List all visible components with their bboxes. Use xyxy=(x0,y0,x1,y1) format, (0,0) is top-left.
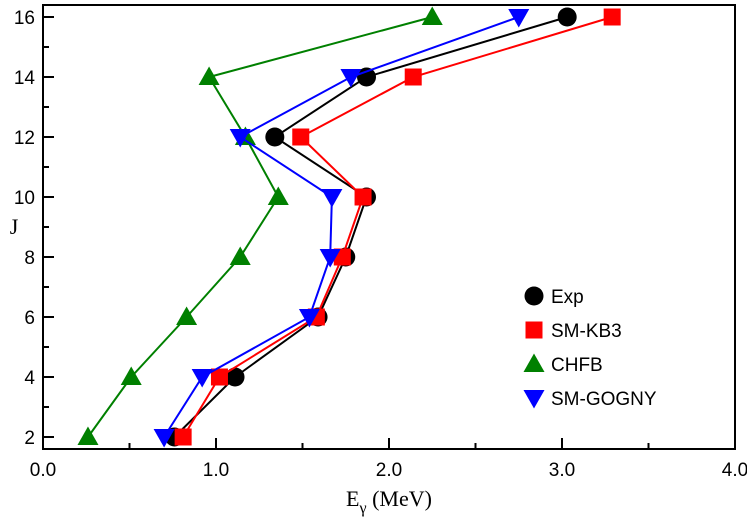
data-point-chfb xyxy=(77,426,99,445)
data-point-chfb xyxy=(176,306,198,325)
data-point-chfb xyxy=(267,186,289,205)
data-point-exp xyxy=(225,367,245,387)
data-point-sm-gogny xyxy=(298,309,320,328)
data-point-sm-kb3 xyxy=(603,8,621,26)
data-point-exp xyxy=(265,127,285,147)
y-tick-label: 2 xyxy=(24,428,35,449)
x-axis: 0.0 1.0 2.0 3.0 4.0 xyxy=(30,438,747,481)
data-point-sm-kb3 xyxy=(292,128,310,146)
data-point-exp xyxy=(557,7,577,27)
legend-label-exp: Exp xyxy=(551,287,584,308)
y-tick-label: 6 xyxy=(24,308,35,329)
y-tick-label: 4 xyxy=(24,368,35,389)
data-point-sm-gogny xyxy=(153,429,175,448)
y-tick-label: 10 xyxy=(14,188,35,209)
data-point-sm-gogny xyxy=(508,9,530,28)
x-tick-label: 2.0 xyxy=(376,460,402,481)
series-line-exp xyxy=(173,16,568,438)
data-point-sm-gogny xyxy=(321,189,343,208)
legend-label-sm-kb3: SM-KB3 xyxy=(551,321,622,342)
x-axis-title: Eγ (MeV) xyxy=(346,486,432,517)
plot-frame xyxy=(42,4,736,450)
series-layer xyxy=(77,6,621,448)
legend-marker-sm-kb3 xyxy=(525,321,543,339)
legend-marker-exp xyxy=(524,286,544,306)
y-tick-label: 14 xyxy=(14,68,36,89)
series-line-sm-gogny xyxy=(163,16,520,438)
legend-marker-chfb xyxy=(523,353,545,372)
data-point-chfb xyxy=(421,6,443,25)
y-tick-label: 8 xyxy=(24,248,35,269)
legend-marker-sm-gogny xyxy=(523,390,545,409)
series-sm-gogny xyxy=(153,9,530,448)
series-line-chfb xyxy=(87,16,433,438)
data-point-chfb xyxy=(120,366,142,385)
data-point-sm-kb3 xyxy=(404,68,422,86)
data-point-chfb xyxy=(229,246,251,265)
data-point-sm-gogny xyxy=(229,129,251,148)
data-point-chfb xyxy=(198,66,220,85)
data-point-sm-kb3 xyxy=(174,428,192,446)
y-axis-title: J xyxy=(10,214,19,239)
legend-label-sm-gogny: SM-GOGNY xyxy=(551,389,657,410)
y-axis: 2 4 6 8 10 12 14 16 xyxy=(14,8,54,449)
data-point-sm-gogny xyxy=(191,369,213,388)
data-point-sm-kb3 xyxy=(210,368,228,386)
y-tick-label: 12 xyxy=(14,128,35,149)
y-tick-label: 16 xyxy=(14,8,35,29)
legend-label-chfb: CHFB xyxy=(551,355,603,376)
data-point-sm-gogny xyxy=(319,249,341,268)
series-chfb xyxy=(77,6,443,445)
data-point-sm-gogny xyxy=(340,69,362,88)
x-tick-label: 1.0 xyxy=(203,460,229,481)
x-tick-label: 0.0 xyxy=(30,460,56,481)
data-point-sm-kb3 xyxy=(354,188,372,206)
x-tick-label: 3.0 xyxy=(549,460,575,481)
x-tick-label: 4.0 xyxy=(722,460,747,481)
series-line-sm-kb3 xyxy=(182,16,613,438)
